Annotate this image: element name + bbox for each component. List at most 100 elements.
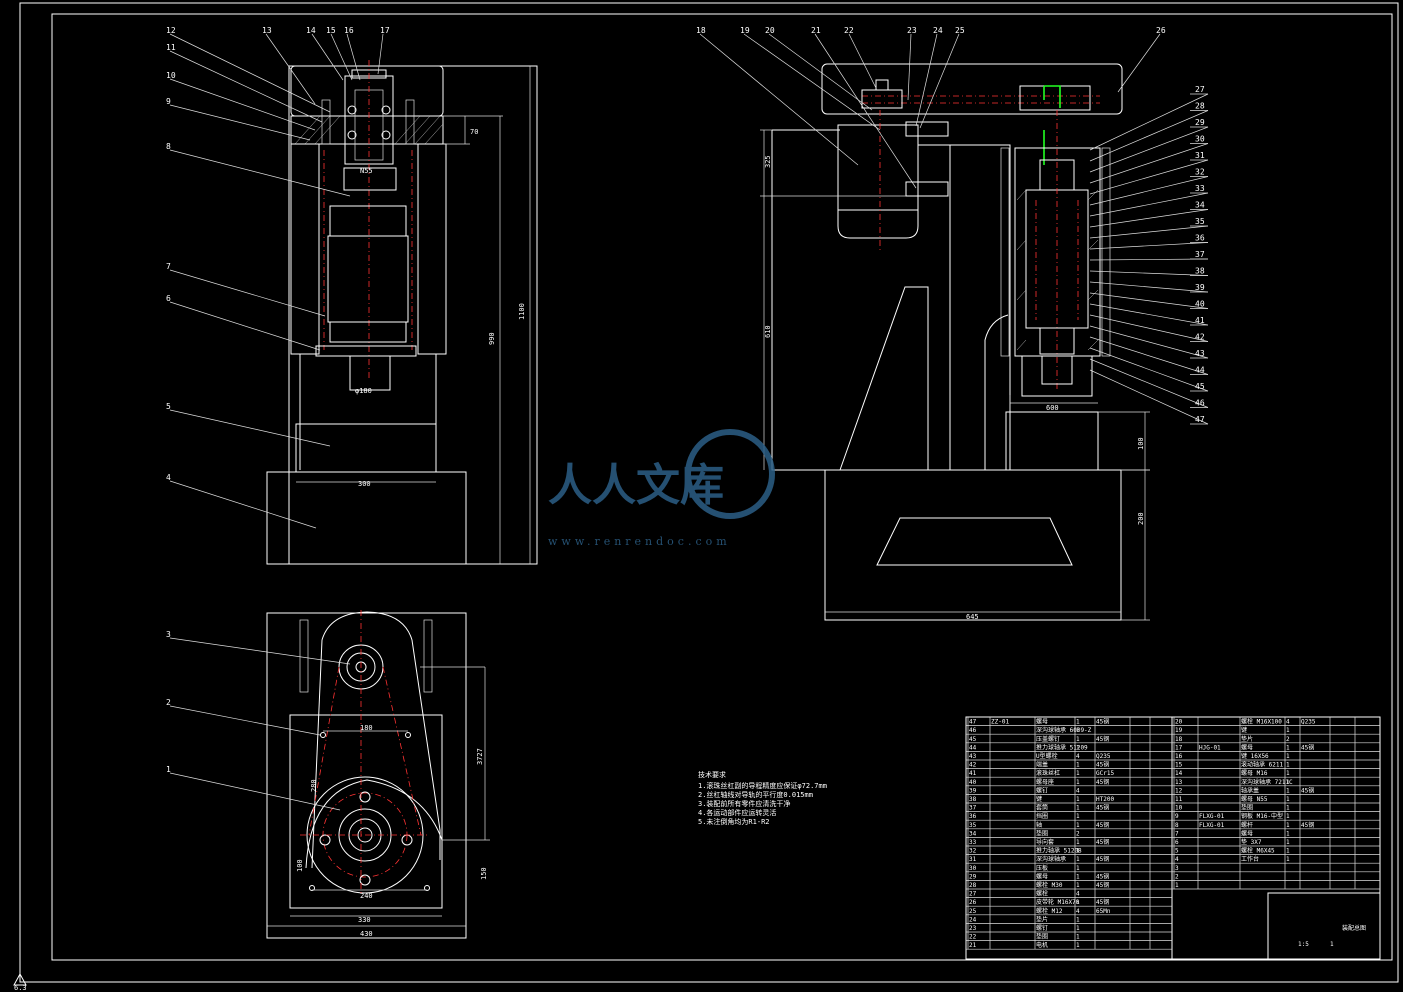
bom_left-cell: 1 xyxy=(1076,719,1080,726)
bom_left-cell: 1 xyxy=(1076,925,1080,932)
callout-45: 45 xyxy=(1195,382,1205,391)
bom_left-cell: 31 xyxy=(969,856,977,863)
bom_left-cell: 4 xyxy=(1076,787,1080,794)
bom_right-cell: 12 xyxy=(1175,787,1183,794)
bom_left-cell: 螺栓 M12 xyxy=(1036,907,1063,915)
note-3: 3.装配前所有零件应清洗干净 xyxy=(698,799,790,808)
callout-26: 26 xyxy=(1156,26,1166,35)
bom_right-cell: 1 xyxy=(1286,727,1290,734)
dim-240: 240 xyxy=(360,892,373,900)
bom_right-cell: 10 xyxy=(1175,805,1183,812)
bom_right-cell: 1 xyxy=(1286,839,1290,846)
bom_left-cell: Q235 xyxy=(1096,753,1111,760)
callout-15: 15 xyxy=(326,26,336,35)
dim-200: 200 xyxy=(1137,512,1145,525)
bom_right-cell: 螺母 xyxy=(1241,829,1253,837)
bom_left-cell: 垫片 xyxy=(1036,915,1048,923)
bom_left-cell: 螺栓 M30 xyxy=(1036,881,1063,889)
title-drawing-name: 装配总图 xyxy=(1342,924,1366,932)
bom_right-cell: FLXG-01 xyxy=(1199,813,1225,820)
cylinder-top xyxy=(329,205,407,237)
bom_right-cell: 1 xyxy=(1286,787,1290,794)
bom_left-cell: 深沟球轴承 6009-Z xyxy=(1036,726,1092,734)
bom_left-cell: 37 xyxy=(969,805,977,812)
bom_right-cell: 1 xyxy=(1286,796,1290,803)
bom_right-cell: 1 xyxy=(1286,848,1290,855)
bom_right-cell: 1 xyxy=(1286,813,1290,820)
bom_right-cell: 1 xyxy=(1286,770,1290,777)
bom_left-cell: 1 xyxy=(1076,813,1080,820)
dim-180b: 180 xyxy=(360,724,373,732)
bom_right-cell: 2 xyxy=(1175,873,1179,880)
bom_left-cell: 45钢 xyxy=(1096,855,1109,863)
bom_left-cell: 1 xyxy=(1076,916,1080,923)
top-plate xyxy=(290,115,444,145)
bom_right-cell: 螺母 xyxy=(1241,743,1253,751)
worktable xyxy=(295,423,437,473)
bom_left-cell: 套筒 xyxy=(1036,804,1048,812)
callout-29: 29 xyxy=(1195,118,1205,127)
parts-table-border xyxy=(965,716,1381,960)
callout-37: 37 xyxy=(1195,250,1205,259)
bom_left-cell: 1 xyxy=(1076,882,1080,889)
bom_left-cell: 1 xyxy=(1076,822,1080,829)
bom_left-cell: 42 xyxy=(969,762,977,769)
callout-7: 7 xyxy=(166,262,171,271)
bom_left-cell: U型螺栓 xyxy=(1036,752,1058,760)
dim-100b: 100 xyxy=(296,859,304,872)
callout-20: 20 xyxy=(765,26,775,35)
bom_left-cell: 40 xyxy=(969,779,977,786)
bom_left-cell: 2 xyxy=(1076,830,1080,837)
dim-325: 325 xyxy=(764,155,772,168)
technical-notes: 技术要求 1.滚珠丝杠副的导程精度应保证φ72.7mm 2.丝杠轴线对导轨的平行… xyxy=(698,770,827,826)
bom_left-cell: 36 xyxy=(969,813,977,820)
bom_left-cell: 1 xyxy=(1076,873,1080,880)
bom_left-cell: 1 xyxy=(1076,934,1080,941)
bom_left-cell: 34 xyxy=(969,830,977,837)
bom_left-cell: 压板 xyxy=(1036,864,1048,872)
callout-24: 24 xyxy=(933,26,943,35)
bom_right-cell: 1 xyxy=(1286,822,1290,829)
note-1: 1.滚珠丝杠副的导程精度应保证φ72.7mm xyxy=(698,781,827,790)
callout-19: 19 xyxy=(740,26,750,35)
callout-33: 33 xyxy=(1195,184,1205,193)
bom_right-cell: 45钢 xyxy=(1301,786,1314,794)
bom_left-cell: 22 xyxy=(969,934,977,941)
bom_left-cell: 45钢 xyxy=(1096,718,1109,726)
bom_left-cell: 38 xyxy=(969,796,977,803)
callout-25: 25 xyxy=(955,26,965,35)
bom_left-cell: 推力轴承 51208 xyxy=(1036,847,1082,855)
bom_right-cell: 8 xyxy=(1175,822,1179,829)
bom_left-cell: HT200 xyxy=(1096,796,1114,803)
bom_left-cell: 4 xyxy=(1076,753,1080,760)
bom_right-cell: 键 xyxy=(1241,726,1247,734)
shaft-highlight xyxy=(1044,85,1061,108)
bom_left-cell: 电机 xyxy=(1036,941,1048,949)
front-view-callouts: 12 11 10 9 8 7 6 5 4 13 14 15 16 17 xyxy=(166,26,390,529)
title-sheet: 1 xyxy=(1330,941,1334,948)
bom_left-cell: 45钢 xyxy=(1096,821,1109,829)
callout-6: 6 xyxy=(166,294,171,303)
bom_right-cell: 螺杆 xyxy=(1241,821,1253,829)
bom_right-cell: 17 xyxy=(1175,744,1183,751)
bom_right-cell: 1 xyxy=(1286,753,1290,760)
watermark-ring xyxy=(685,429,775,519)
nut-n55 xyxy=(343,167,397,191)
bom_left-cell: 滚珠丝杠 xyxy=(1036,769,1060,777)
callout-36: 36 xyxy=(1195,234,1205,243)
bom_left-cell: 深沟球轴承 xyxy=(1036,855,1066,863)
bom_right-cell: 14 xyxy=(1175,770,1183,777)
bom_left-cell: 1 xyxy=(1076,899,1080,906)
bom_left-cell: 螺钉 xyxy=(1036,924,1048,932)
bom_right-cell: 1 xyxy=(1286,762,1290,769)
bom_right-cell: 1 xyxy=(1286,856,1290,863)
callout-31: 31 xyxy=(1195,151,1205,160)
bom_left-cell: 47 xyxy=(969,719,977,726)
title-block xyxy=(1267,892,1381,960)
bom_left-cell: 28 xyxy=(969,882,977,889)
bom_right-cell: 2 xyxy=(1286,736,1290,743)
callout-18: 18 xyxy=(696,26,706,35)
bom_left-cell: 21 xyxy=(969,942,977,949)
bom_right-cell: 19 xyxy=(1175,727,1183,734)
